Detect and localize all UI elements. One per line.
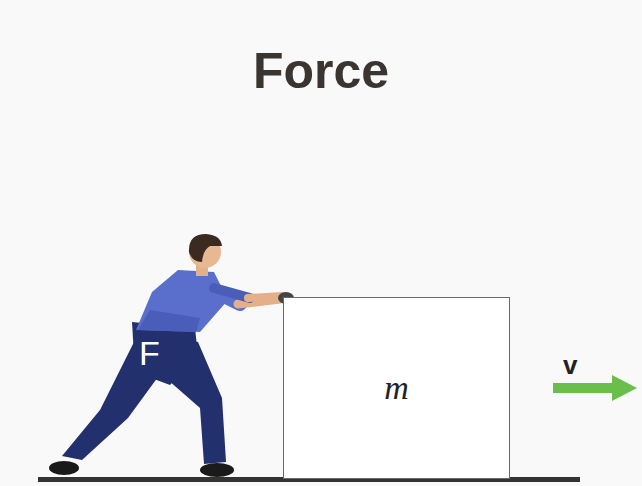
title: Force: [0, 42, 642, 100]
velocity-label: v: [563, 350, 577, 381]
person-figure: [49, 234, 294, 477]
mass-box: m: [283, 297, 510, 479]
force-label: F: [139, 334, 160, 373]
mass-label: m: [384, 369, 409, 407]
